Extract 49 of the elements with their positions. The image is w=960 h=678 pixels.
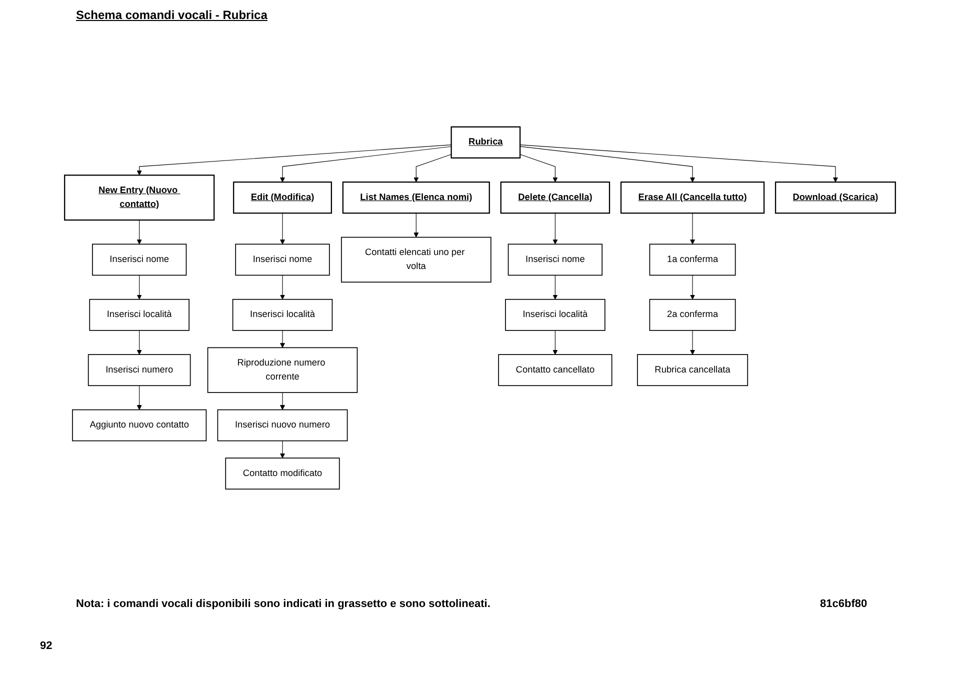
node-box: Rubrica cancellata <box>637 354 748 386</box>
node-box: Inserisci numero <box>88 354 191 386</box>
arrow <box>280 274 286 300</box>
arrow <box>280 146 452 182</box>
node-box: Delete (Cancella) <box>500 182 610 214</box>
node-box: Inserisci località <box>232 298 333 331</box>
arrow <box>414 212 419 238</box>
node-box: 1a conferma <box>649 244 736 276</box>
arrow <box>690 274 696 300</box>
page-number: 92 <box>40 640 52 652</box>
node-box: Contatto cancellato <box>498 354 612 386</box>
note-text: Nota: i comandi vocali disponibili sono indicati in grassetto e sono sottolineati. <box>76 598 490 610</box>
arrow <box>136 274 142 300</box>
arrow <box>280 212 286 244</box>
arrow <box>690 330 696 355</box>
arrow <box>414 154 452 182</box>
node-box: Download (Scarica) <box>774 182 896 214</box>
node-box: Contatto modificato <box>225 458 340 490</box>
arrow <box>136 385 142 410</box>
arrow <box>520 144 838 182</box>
arrow <box>552 274 558 300</box>
arrow <box>280 440 286 458</box>
arrow <box>280 330 286 348</box>
node-box: Inserisci nome <box>92 244 187 276</box>
node-box: Inserisci nuovo numero <box>217 409 348 442</box>
node-box: List Names (Elenca nomi) <box>342 182 490 214</box>
node-box: Inserisci nome <box>508 244 603 276</box>
arrow <box>690 212 696 244</box>
node-box: Contatti elencati uno per volta <box>340 236 492 283</box>
node-box: New Entry (Nuovo contatto) <box>64 174 215 221</box>
arrow <box>136 330 142 355</box>
arrow <box>520 154 558 182</box>
arrow <box>520 146 696 182</box>
node-box: Rubrica <box>450 126 521 159</box>
diagram-title: Schema comandi vocali - Rubrica <box>76 8 268 22</box>
arrow <box>136 144 452 176</box>
node-box: Edit (Modifica) <box>233 182 332 214</box>
node-box: Inserisci località <box>505 298 606 331</box>
figure-code: 81c6bf80 <box>820 598 868 610</box>
arrow <box>552 212 558 244</box>
node-box: Inserisci località <box>89 298 190 331</box>
node-box: 2a conferma <box>649 298 736 331</box>
node-box: Inserisci nome <box>235 244 330 276</box>
arrow <box>552 330 558 355</box>
node-box: Erase All (Cancella tutto) <box>620 182 765 214</box>
node-box: Aggiunto nuovo contatto <box>72 409 207 442</box>
node-box: Riproduzione numero corrente <box>207 347 358 393</box>
arrow <box>280 392 286 410</box>
arrow <box>136 220 142 244</box>
